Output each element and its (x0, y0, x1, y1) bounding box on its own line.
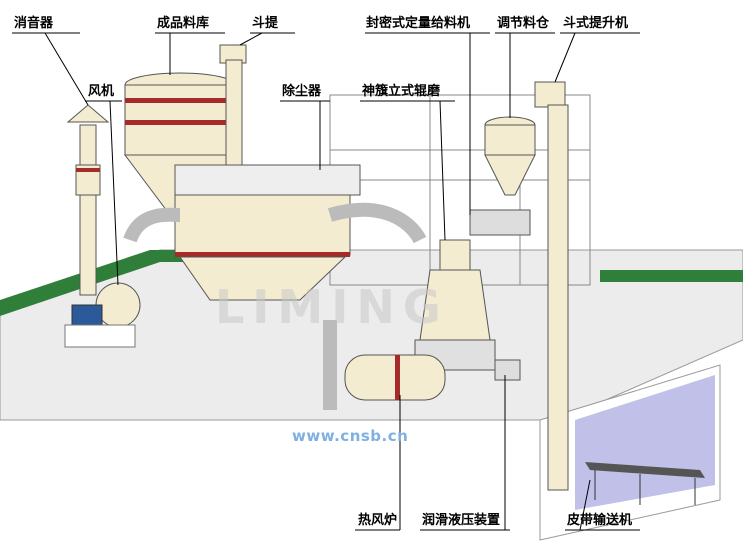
hot-air-furnace (344, 354, 446, 401)
vertical-mill (414, 239, 496, 371)
bucket-elevator (534, 81, 569, 491)
belt-conveyor (585, 462, 705, 505)
label-sealed-feeder: 封密式定量给料机 (366, 16, 471, 31)
label-bucket-lift: 斗提 (252, 16, 279, 31)
regulating-bin (469, 116, 536, 236)
label-regulating-bin: 调节料仓 (497, 16, 550, 31)
label-vertical-mill: 神籏立式辊磨 (362, 84, 441, 99)
label-dust-collector: 除尘器 (282, 84, 322, 99)
label-product-silo: 成品料库 (157, 16, 210, 31)
green-strip-right (600, 270, 743, 282)
leader-lines (12, 32, 640, 531)
label-lubrication-hydraulic: 润滑液压装置 (422, 513, 501, 528)
silencer-unit (66, 104, 110, 296)
liming-logo-watermark: LIMING (215, 280, 449, 334)
air-ducts (123, 202, 427, 410)
dust-collector (174, 164, 361, 301)
label-fan: 风机 (88, 84, 115, 99)
label-belt-conveyor: 皮带输送机 (567, 513, 633, 528)
label-hot-air-furnace: 热风炉 (358, 513, 398, 528)
label-bucket-elevator: 斗式提升机 (563, 16, 629, 31)
lubrication-unit (494, 359, 521, 381)
label-silencer: 消音器 (14, 16, 54, 31)
cnsb-watermark: www.cnsb.cn (292, 427, 409, 445)
fan-unit (64, 282, 141, 348)
